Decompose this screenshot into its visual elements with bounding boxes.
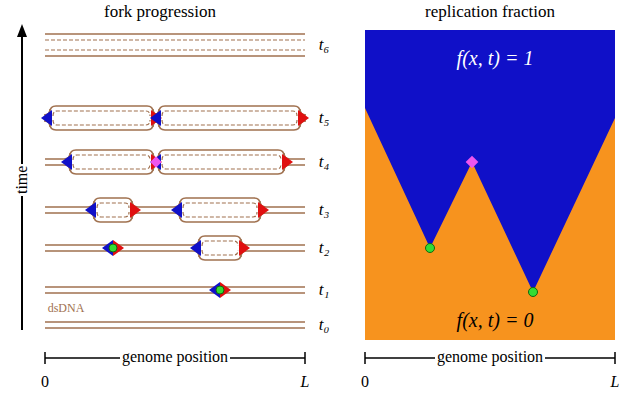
parental-strand <box>45 165 305 174</box>
axis-end: L <box>299 373 312 391</box>
daughter-strand <box>162 111 297 116</box>
daughter-strand <box>202 241 238 246</box>
daughter-strand <box>45 39 305 40</box>
parental-strand <box>45 251 305 260</box>
daughter-strand <box>97 203 129 208</box>
parental-strand <box>45 33 305 35</box>
parental-strand <box>45 198 305 207</box>
axis-tick <box>614 352 616 364</box>
panel-title: fork progression <box>102 3 218 22</box>
daughter-strand <box>162 155 281 160</box>
daughter-strand <box>183 203 257 208</box>
daughter-strand <box>162 164 281 169</box>
merge-marker <box>150 156 161 167</box>
daughter-strand <box>45 49 305 50</box>
time-label: t₂ <box>317 239 332 258</box>
replication-fork <box>282 154 293 170</box>
panel-title: replication fraction <box>423 3 557 22</box>
axis-label: genome position <box>435 348 545 366</box>
region-label: f(x, t) = 0 <box>455 309 536 331</box>
axis-label: time <box>13 164 31 196</box>
replication-fork <box>298 110 309 126</box>
parental-strand <box>44 106 306 115</box>
parental-strand <box>45 292 305 294</box>
replicated-region <box>365 30 615 292</box>
replication-fork <box>239 240 250 256</box>
parental-strand <box>45 321 305 323</box>
daughter-strand <box>73 155 150 160</box>
daughter-strand <box>73 164 150 169</box>
daughter-strand <box>162 120 297 125</box>
replication-fork <box>190 240 201 256</box>
time-label: t₃ <box>317 201 332 220</box>
origin-dot <box>109 244 117 252</box>
region-label: f(x, t) = 1 <box>455 47 536 69</box>
axis-end: 0 <box>359 373 371 391</box>
daughter-strand <box>183 212 257 217</box>
daughter-strand <box>97 212 129 217</box>
time-label: t₆ <box>317 36 332 55</box>
axis-label: genome position <box>120 348 230 366</box>
axis-end: L <box>609 373 622 391</box>
replication-fork <box>85 202 96 218</box>
daughter-strand <box>53 120 150 125</box>
time-label: t₅ <box>317 109 332 128</box>
unreplicated-region <box>365 30 615 340</box>
replication-fork <box>171 202 182 218</box>
parental-strand <box>45 327 305 329</box>
origin-dot <box>529 288 538 297</box>
parental-strand <box>45 213 305 222</box>
replication-fork <box>41 110 52 126</box>
axis-tick <box>304 352 306 364</box>
parental-strand <box>45 236 305 245</box>
axis-tick <box>44 352 46 364</box>
replication-fork <box>130 202 141 218</box>
axis-end: 0 <box>39 373 51 391</box>
replication-fork <box>258 202 269 218</box>
replication-fork <box>151 110 162 126</box>
arrowhead <box>17 24 27 37</box>
merge-marker <box>466 156 479 169</box>
daughter-strand <box>202 250 238 255</box>
replication-fork <box>151 154 162 170</box>
parental-strand <box>45 150 305 159</box>
replication-fork <box>150 110 161 126</box>
time-label: t₄ <box>317 153 332 172</box>
time-label: t₀ <box>317 316 332 335</box>
parental-strand <box>44 121 306 130</box>
daughter-strand <box>53 111 150 116</box>
axis-tick <box>364 352 366 364</box>
time-label: t₁ <box>317 281 332 300</box>
parental-strand <box>45 286 305 288</box>
parental-strand <box>45 55 305 57</box>
strand-label: dsDNA <box>46 302 87 315</box>
origin-dot <box>216 286 224 294</box>
replication-fork <box>61 154 72 170</box>
replication-fork <box>150 154 161 170</box>
origin-dot <box>426 244 435 253</box>
